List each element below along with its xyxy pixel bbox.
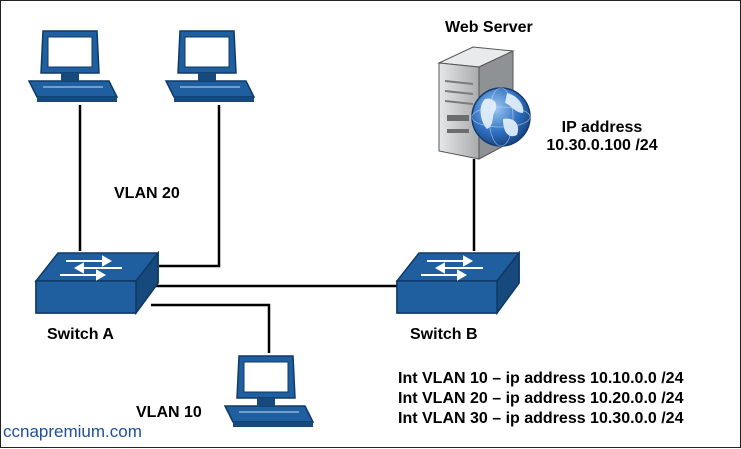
switch-b-label: Switch B bbox=[410, 326, 478, 343]
switch-a-label: Switch A bbox=[47, 326, 114, 343]
vlan10-label: VLAN 10 bbox=[136, 404, 202, 421]
switch-icon bbox=[35, 252, 159, 314]
vlan20-label: VLAN 20 bbox=[114, 185, 180, 202]
ip-address-title: IP address bbox=[561, 119, 643, 136]
ip-address-block: IP address 10.30.0.100 /24 bbox=[537, 119, 667, 156]
web-server-label: Web Server bbox=[445, 19, 533, 36]
globe-icon bbox=[471, 87, 531, 147]
interface-line: Int VLAN 30 – ip address 10.30.0.0 /24 bbox=[398, 410, 684, 427]
switch-icon bbox=[396, 252, 520, 314]
interface-list: Int VLAN 10 – ip address 10.10.0.0 /24 I… bbox=[398, 369, 683, 429]
ip-address-value: 10.30.0.100 /24 bbox=[546, 137, 658, 155]
interface-line: Int VLAN 10 – ip address 10.10.0.0 /24 bbox=[398, 370, 684, 387]
interface-line: Int VLAN 20 – ip address 10.20.0.0 /24 bbox=[398, 390, 684, 407]
pc-icon bbox=[165, 30, 255, 103]
links bbox=[78, 105, 476, 353]
watermark-text: ccnapremium.com bbox=[3, 422, 142, 441]
pc-icon bbox=[224, 355, 314, 428]
pc-icon bbox=[28, 30, 118, 103]
link-pc2-switch-a bbox=[159, 105, 221, 268]
link-switch-a-pc3 bbox=[151, 303, 271, 353]
